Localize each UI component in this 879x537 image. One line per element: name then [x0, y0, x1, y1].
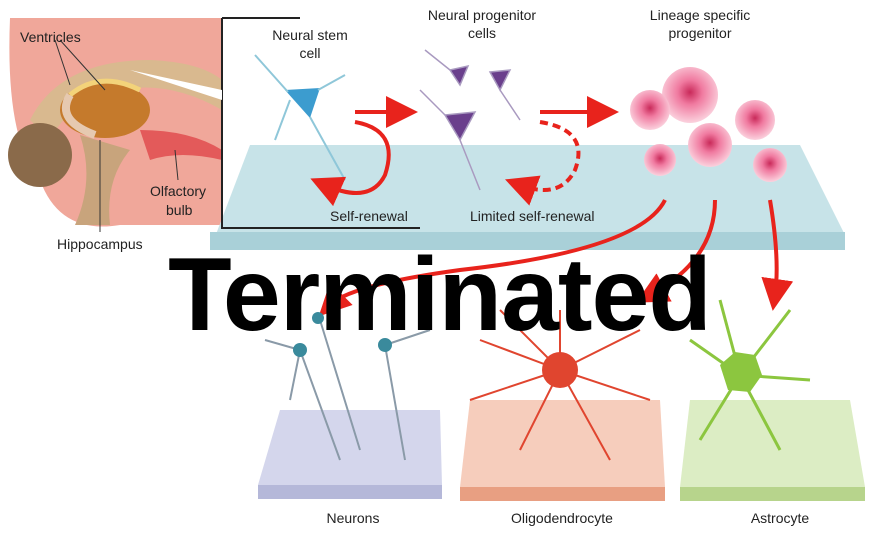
arrow-to-neurons [318, 199, 667, 317]
olfactory-bulb-label-2: bulb [166, 202, 193, 218]
neural-stem-cell [254, 54, 346, 181]
arrow-to-astrocyte [761, 199, 794, 311]
terminated-overlay: Terminated [168, 237, 712, 353]
lineage-specific-progenitor [630, 67, 787, 182]
limited-self-renewal-label: Limited self-renewal [470, 208, 595, 224]
neurons-illustration [264, 312, 431, 461]
inset-frame [221, 18, 420, 229]
progenitor-label-1: Neural progenitor [428, 7, 537, 23]
progenitor-label-2: cells [468, 25, 496, 41]
olfactory-bulb-label-1: Olfactory [150, 183, 206, 199]
stem-cell-label-2: cell [299, 45, 320, 61]
neurons-plate [258, 410, 442, 485]
lineage-label-2: progenitor [668, 25, 731, 41]
arrow-to-oligodendrocyte [635, 199, 717, 303]
top-plate-edge [210, 232, 845, 250]
oligodendrocyte-illustration [469, 309, 651, 461]
stem-cell-label-1: Neural stem [272, 27, 347, 43]
lineage-label-1: Lineage specific [650, 7, 750, 23]
astrocyte-label: Astrocyte [751, 510, 810, 526]
astrocyte-illustration [689, 299, 811, 451]
self-renewal-label: Self-renewal [330, 208, 408, 224]
limited-self-renewal-arrow [505, 120, 581, 206]
neural-progenitor-cells [419, 49, 521, 191]
astrocyte-plate [680, 400, 865, 487]
oligodendrocyte-label: Oligodendrocyte [511, 510, 613, 526]
arrows [310, 96, 794, 317]
self-renewal-arrow [310, 120, 391, 207]
oligodendrocyte-plate [460, 400, 665, 487]
neurons-label: Neurons [327, 510, 380, 526]
brain-illustration: Ventricles Hippocampus Olfactory bulb [8, 18, 222, 252]
hippocampus-label: Hippocampus [57, 236, 143, 252]
ventricles-label: Ventricles [20, 29, 81, 45]
